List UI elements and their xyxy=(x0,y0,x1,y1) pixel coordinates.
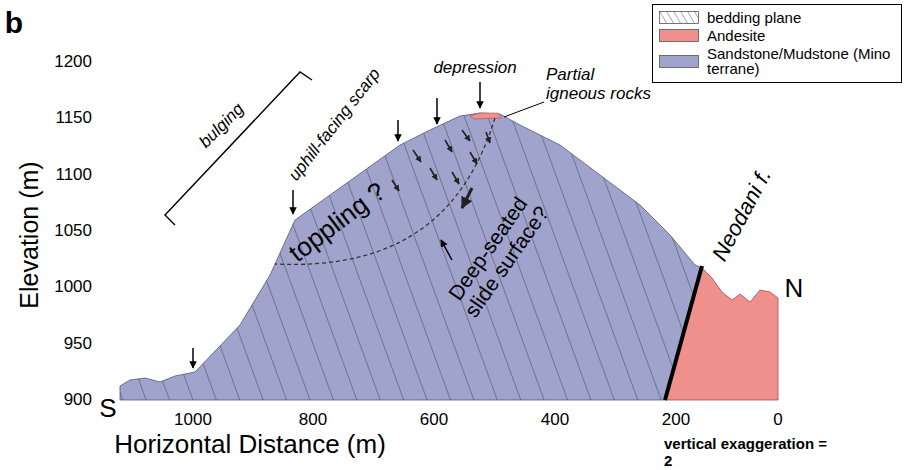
motion-arrow-large xyxy=(462,188,472,208)
tick-label: 1100 xyxy=(55,166,92,185)
sandstone-body xyxy=(120,113,702,400)
tick-label: 0 xyxy=(773,411,782,430)
tick-label: 1000 xyxy=(54,278,92,297)
bracket xyxy=(165,72,312,225)
fault-line xyxy=(665,266,702,400)
legend-swatch xyxy=(659,29,699,42)
tick-label: 200 xyxy=(662,411,690,430)
pointer-arrow xyxy=(441,240,452,260)
legend-row: bedding plane xyxy=(659,10,895,26)
legend-row: Sandstone/Mudstone (Mino terrane) xyxy=(659,46,895,78)
direction-label: N xyxy=(785,274,804,303)
tick-label: 950 xyxy=(64,335,92,354)
tick-label: 900 xyxy=(64,391,92,410)
fault-label: Neodani f. xyxy=(708,165,776,265)
legend-box: bedding planeAndesiteSandstone/Mudstone … xyxy=(652,4,902,83)
axis-title: Horizontal Distance (m) xyxy=(114,430,386,459)
feature-label: Partial igneous rocks xyxy=(546,66,656,103)
direction-label: S xyxy=(99,394,116,423)
tick-label: 1000 xyxy=(174,411,212,430)
legend-swatch xyxy=(659,11,699,24)
tick-label: 400 xyxy=(541,411,569,430)
feature-label: bulging xyxy=(196,100,248,152)
panel-letter: b xyxy=(5,6,23,39)
tick-label: 800 xyxy=(299,411,327,430)
tick-label: 600 xyxy=(420,411,448,430)
bedding-hatch xyxy=(120,113,702,400)
axis-title: Elevation (m) xyxy=(16,161,44,308)
feature-label: depression xyxy=(433,59,516,78)
legend-text: Sandstone/Mudstone (Mino terrane) xyxy=(707,46,895,78)
tick-label: 1150 xyxy=(55,109,92,128)
legend-text: bedding plane xyxy=(707,10,801,26)
motion-arrows xyxy=(392,130,490,191)
legend-swatch xyxy=(659,55,699,68)
legend-text: Andesite xyxy=(707,28,765,44)
leader-line xyxy=(504,102,544,117)
legend-row: Andesite xyxy=(659,28,895,44)
note: vertical exaggeration = 2 xyxy=(664,436,834,469)
tick-label: 1050 xyxy=(54,222,92,241)
andesite-cap xyxy=(470,113,502,119)
tick-label: 1200 xyxy=(54,53,92,72)
